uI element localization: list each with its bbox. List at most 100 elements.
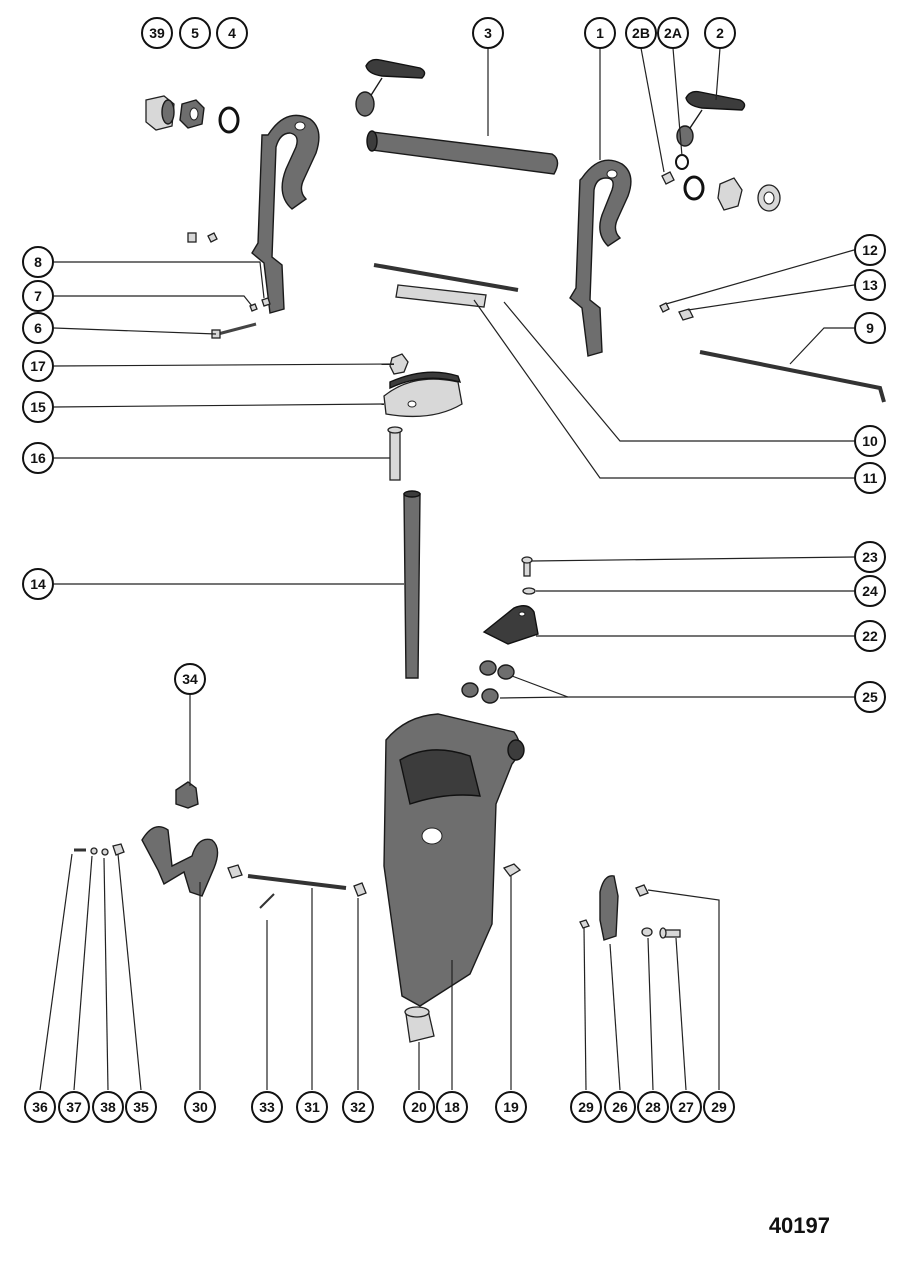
callout-29-right: 29 [703,1091,735,1123]
swivel-housing-18 [383,713,525,1007]
svg-text:2A: 2A [664,25,682,41]
small-nut-13 [678,308,694,321]
svg-text:30: 30 [192,1099,208,1115]
screw-2b-part [661,171,675,185]
callout-18: 18 [436,1091,468,1123]
figure-number: 40197 [768,1213,830,1238]
callout-11: 11 [854,462,886,494]
right-clamp-bracket [569,159,632,357]
callout-12: 12 [854,234,886,266]
tilt-lever-30 [141,826,219,897]
right-bushing-part [717,177,743,211]
leader-lines [39,47,855,1091]
small-part-8 [261,297,271,307]
bushing-part [145,95,175,131]
callout-9: 9 [854,312,886,344]
callout-2b: 2B [625,17,657,49]
svg-text:22: 22 [862,628,878,644]
callout-32: 32 [342,1091,374,1123]
fitting-19-part [502,863,522,877]
spacer-29-right [635,884,649,897]
spacer-29-left [579,919,590,929]
small-nut-part [187,232,197,243]
svg-text:8: 8 [34,254,42,270]
svg-text:23: 23 [862,549,878,565]
svg-text:15: 15 [30,399,46,415]
callout-7: 7 [22,280,54,312]
o-ring-right-part [683,175,705,201]
svg-text:24: 24 [862,583,878,599]
callout-17: 17 [22,350,54,382]
rod-31-part [247,874,347,890]
callout-29-left: 29 [570,1091,602,1123]
friction-plate-15 [383,371,463,418]
cap-32-part [353,882,367,897]
callout-22: 22 [854,620,886,652]
svg-text:4: 4 [228,25,236,41]
callout-10: 10 [854,425,886,457]
bushing-20-part [404,1006,435,1043]
svg-text:14: 14 [30,576,46,592]
svg-text:3: 3 [484,25,492,41]
sleeve-part [395,284,487,308]
callout-25: 25 [854,681,886,713]
callout-2: 2 [704,17,736,49]
grommets-25-part [461,660,515,704]
callout-36: 36 [24,1091,56,1123]
callout-19: 19 [495,1091,527,1123]
svg-text:12: 12 [862,242,878,258]
callout-8: 8 [22,246,54,278]
svg-text:19: 19 [503,1099,519,1115]
svg-text:26: 26 [612,1099,628,1115]
callout-15: 15 [22,391,54,423]
callout-20: 20 [403,1091,435,1123]
svg-text:38: 38 [100,1099,116,1115]
callout-16: 16 [22,442,54,474]
svg-text:36: 36 [32,1099,48,1115]
svg-text:39: 39 [149,25,165,41]
svg-text:25: 25 [862,689,878,705]
bolt-16-part [387,426,403,481]
svg-text:37: 37 [66,1099,82,1115]
svg-text:20: 20 [411,1099,427,1115]
callout-1: 1 [584,17,616,49]
callout-14: 14 [22,568,54,600]
svg-text:2B: 2B [632,25,650,41]
right-nut-part [757,184,781,212]
svg-text:34: 34 [182,671,198,687]
svg-text:17: 17 [30,358,46,374]
nut-35-part [112,843,125,856]
right-t-handle [676,90,746,147]
swivel-pin-14 [403,490,421,679]
callout-27: 27 [670,1091,702,1123]
washer-part [207,232,218,243]
washer-38-part [101,848,109,856]
svg-text:13: 13 [862,277,878,293]
bolt-6-part [217,322,257,336]
callout-34: 34 [174,663,206,695]
callout-39: 39 [141,17,173,49]
svg-text:1: 1 [596,25,604,41]
hex-key-part [699,350,886,403]
washer-37-part [90,847,98,855]
svg-text:28: 28 [645,1099,661,1115]
callout-31: 31 [296,1091,328,1123]
callout-24: 24 [854,575,886,607]
callout-2a: 2A [657,17,689,49]
svg-text:32: 32 [350,1099,366,1115]
svg-text:2: 2 [716,25,724,41]
callout-37: 37 [58,1091,90,1123]
screw-27-part [659,927,681,939]
callout-6: 6 [22,312,54,344]
callout-3: 3 [472,17,504,49]
svg-text:27: 27 [678,1099,694,1115]
cotter-pin-33 [259,893,275,909]
washer-28-part [641,927,653,937]
callout-4: 4 [216,17,248,49]
svg-text:33: 33 [259,1099,275,1115]
washer-2a-part [675,154,689,170]
svg-text:29: 29 [578,1099,594,1115]
callout-26: 26 [604,1091,636,1123]
cap-left-part [227,864,243,879]
